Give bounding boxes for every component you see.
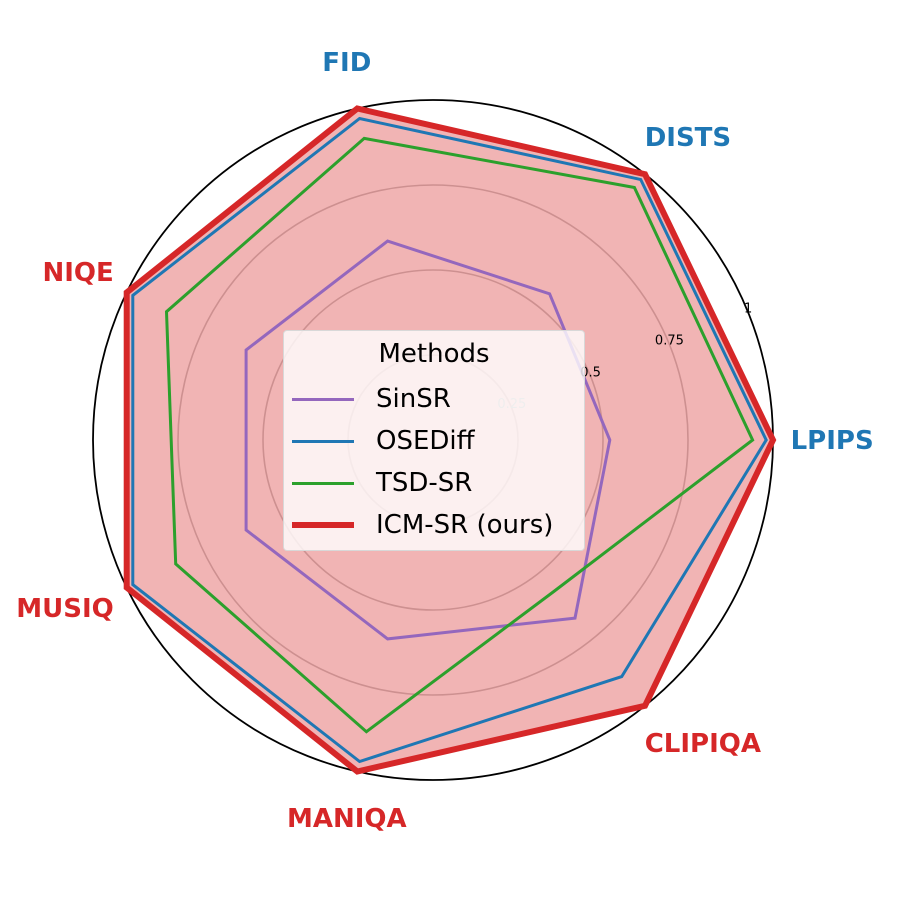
legend-title: Methods — [378, 339, 490, 369]
legend-item-sinsr: SinSR — [292, 379, 451, 419]
series-line-icm-sr-ours — [123, 105, 777, 775]
legend-item-icm-sr: ICM-SR (ours) — [292, 505, 553, 545]
legend: Methods SinSR OSEDiff TSD-SR ICM-SR (our… — [283, 330, 585, 551]
series-line-tsd-sr — [164, 136, 755, 734]
legend-swatch — [292, 397, 354, 401]
legend-swatch — [292, 522, 354, 528]
legend-label: ICM-SR (ours) — [376, 510, 554, 540]
axis-label-lpips: LPIPS — [791, 426, 874, 456]
legend-swatch — [292, 481, 354, 485]
axis-label-dists: DISTS — [645, 123, 731, 153]
legend-swatch — [292, 439, 354, 443]
tick-label: 0.5 — [580, 365, 601, 380]
radar-axis-labels: LPIPS DISTS FID NIQE MUSIQ MANIQA CLIPIQA — [16, 48, 873, 834]
radar-series-lines — [123, 105, 777, 775]
axis-label-musiq: MUSIQ — [16, 594, 114, 624]
legend-label: TSD-SR — [376, 468, 473, 498]
series-line-osediff — [131, 116, 768, 764]
legend-item-tsd-sr: TSD-SR — [292, 463, 472, 503]
axis-label-niqe: NIQE — [43, 258, 114, 288]
grid-ring — [177, 184, 689, 696]
legend-label: OSEDiff — [376, 426, 475, 456]
legend-label: SinSR — [376, 384, 451, 414]
grid-ring — [262, 269, 604, 611]
axis-label-clipiqa: CLIPIQA — [645, 729, 761, 759]
legend-item-osediff: OSEDiff — [292, 421, 475, 461]
axis-label-fid: FID — [322, 48, 371, 78]
axis-label-maniqa: MANIQA — [287, 804, 407, 834]
series-line-sinsr — [244, 239, 612, 641]
tick-label: 0.75 — [655, 334, 684, 349]
tick-label: 1 — [744, 302, 752, 317]
